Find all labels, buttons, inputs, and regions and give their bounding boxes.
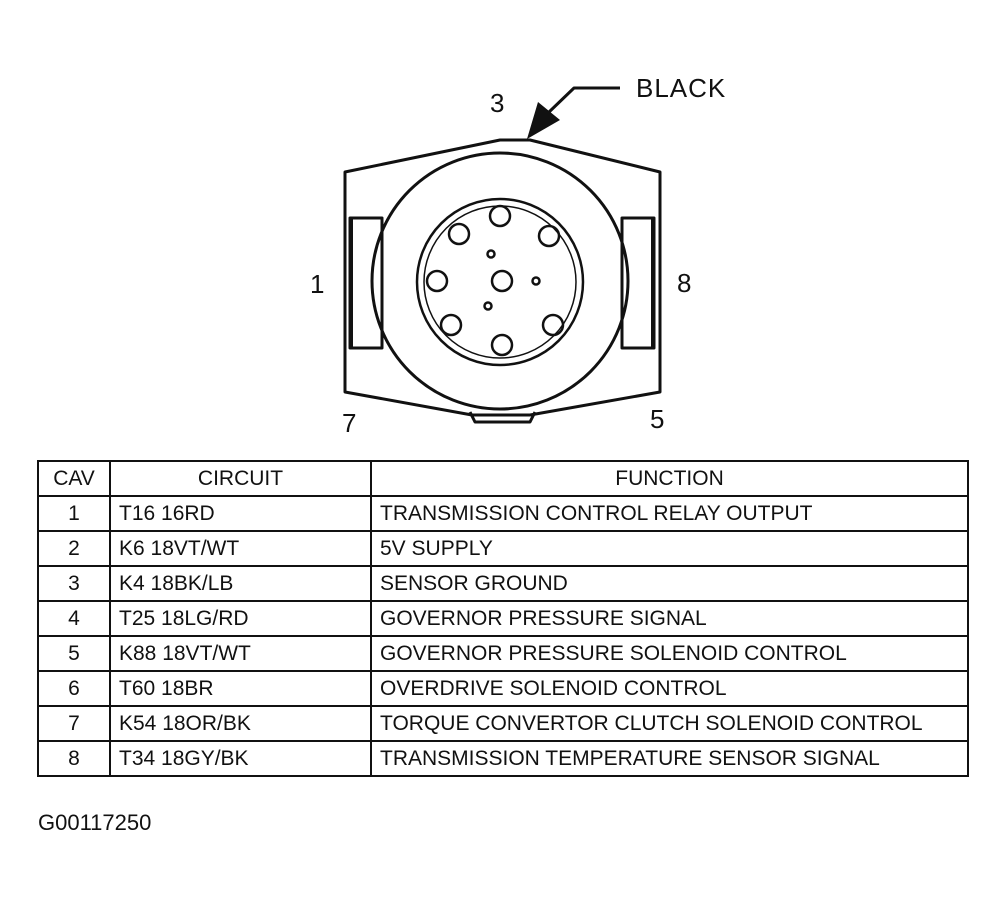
function-cell: 5V SUPPLY bbox=[370, 530, 969, 567]
small-cavity bbox=[531, 276, 541, 286]
small-cavity bbox=[486, 249, 496, 259]
cav-cell: 4 bbox=[37, 600, 111, 637]
small-cavity bbox=[483, 301, 493, 311]
table-row: 5 K88 18VT/WT GOVERNOR PRESSURE SOLENOID… bbox=[37, 635, 969, 672]
circuit-cell: T25 18LG/RD bbox=[109, 600, 372, 637]
pinout-table: CAV CIRCUIT FUNCTION 1 T16 16RD TRANSMIS… bbox=[37, 460, 969, 777]
right-latch bbox=[620, 216, 656, 350]
pin-label-right: 8 bbox=[677, 268, 691, 298]
table-row: 6 T60 18BR OVERDRIVE SOLENOID CONTROL bbox=[37, 670, 969, 707]
table-row: 1 T16 16RD TRANSMISSION CONTROL RELAY OU… bbox=[37, 495, 969, 532]
pin-label-left: 1 bbox=[310, 269, 324, 299]
cavity bbox=[447, 222, 471, 246]
cavity bbox=[541, 313, 565, 337]
connector-diagram: BLACK 3 1 8 7 5 bbox=[310, 73, 726, 438]
circuit-cell: T16 16RD bbox=[109, 495, 372, 532]
cavity bbox=[488, 204, 512, 228]
function-cell: TRANSMISSION CONTROL RELAY OUTPUT bbox=[370, 495, 969, 532]
color-arrow bbox=[527, 102, 560, 139]
function-cell: TRANSMISSION TEMPERATURE SENSOR SIGNAL bbox=[370, 740, 969, 777]
table-row: 7 K54 18OR/BK TORQUE CONVERTOR CLUTCH SO… bbox=[37, 705, 969, 742]
figure-id: G00117250 bbox=[38, 810, 152, 835]
connector-face bbox=[415, 197, 585, 367]
cav-cell: 7 bbox=[37, 705, 111, 742]
function-cell: OVERDRIVE SOLENOID CONTROL bbox=[370, 670, 969, 707]
cav-cell: 6 bbox=[37, 670, 111, 707]
cavity bbox=[439, 313, 463, 337]
color-leader-line bbox=[546, 86, 620, 115]
pin-label-bottom-left: 7 bbox=[342, 408, 356, 438]
table-row: 2 K6 18VT/WT 5V SUPPLY bbox=[37, 530, 969, 567]
function-cell: GOVERNOR PRESSURE SIGNAL bbox=[370, 600, 969, 637]
table-row: 4 T25 18LG/RD GOVERNOR PRESSURE SIGNAL bbox=[37, 600, 969, 637]
circuit-cell: K6 18VT/WT bbox=[109, 530, 372, 567]
table-row: 3 K4 18BK/LB SENSOR GROUND bbox=[37, 565, 969, 602]
circuit-cell: K4 18BK/LB bbox=[109, 565, 372, 602]
circuit-cell: K54 18OR/BK bbox=[109, 705, 372, 742]
cav-cell: 3 bbox=[37, 565, 111, 602]
cav-cell: 5 bbox=[37, 635, 111, 672]
terminal-cavities bbox=[425, 204, 565, 357]
header-function: FUNCTION bbox=[370, 460, 969, 497]
pin-label-bottom-right: 5 bbox=[650, 404, 664, 434]
bottom-key bbox=[468, 411, 537, 424]
circuit-cell: T60 18BR bbox=[109, 670, 372, 707]
left-latch bbox=[348, 216, 384, 350]
table-header-row: CAV CIRCUIT FUNCTION bbox=[37, 460, 969, 497]
pin-label-top: 3 bbox=[490, 88, 504, 118]
cav-cell: 2 bbox=[37, 530, 111, 567]
function-cell: TORQUE CONVERTOR CLUTCH SOLENOID CONTROL bbox=[370, 705, 969, 742]
table-row: 8 T34 18GY/BK TRANSMISSION TEMPERATURE S… bbox=[37, 740, 969, 777]
cav-cell: 1 bbox=[37, 495, 111, 532]
header-circuit: CIRCUIT bbox=[109, 460, 372, 497]
connector-outer-ring bbox=[370, 151, 630, 411]
cav-cell: 8 bbox=[37, 740, 111, 777]
connector-housing bbox=[343, 138, 662, 417]
cavity bbox=[490, 333, 514, 357]
connector-color-label: BLACK bbox=[636, 73, 726, 103]
cavity bbox=[425, 269, 449, 293]
cavity bbox=[490, 269, 514, 293]
function-cell: GOVERNOR PRESSURE SOLENOID CONTROL bbox=[370, 635, 969, 672]
function-cell: SENSOR GROUND bbox=[370, 565, 969, 602]
circuit-cell: T34 18GY/BK bbox=[109, 740, 372, 777]
circuit-cell: K88 18VT/WT bbox=[109, 635, 372, 672]
header-cav: CAV bbox=[37, 460, 111, 497]
cavity bbox=[537, 224, 561, 248]
